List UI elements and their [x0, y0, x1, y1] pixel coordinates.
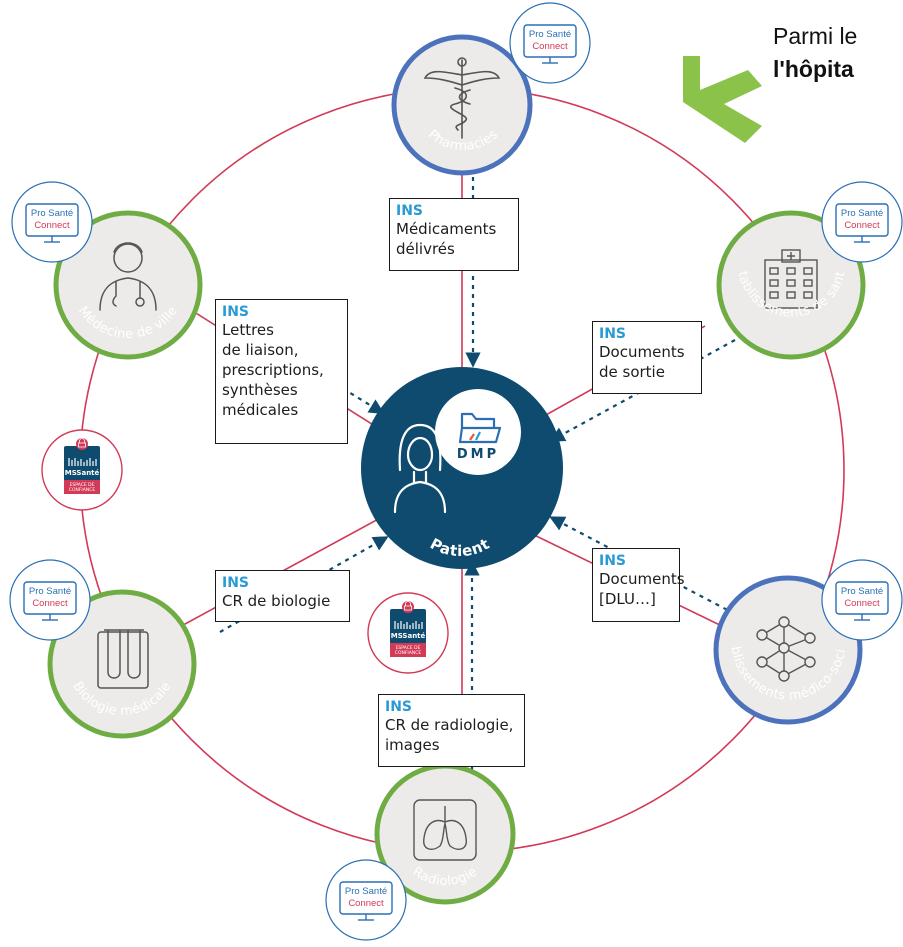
headline-line2: l'hôpita: [773, 56, 854, 82]
lock-icon: [404, 601, 412, 611]
info-box-text: CR de radiologie, images: [385, 716, 514, 754]
pro-sante-connect-pharmacies: Pro Santé Connect: [509, 2, 591, 84]
svg-text:CONFIANCE: CONFIANCE: [69, 487, 96, 493]
svg-text:ESPACE DE: ESPACE DE: [396, 645, 421, 651]
dmp-label: DMP: [457, 447, 499, 462]
info-box-text: CR de biologie: [222, 592, 331, 610]
headline: Parmi le l'hôpita: [773, 20, 857, 86]
info-box-biologie: INS CR de biologie: [215, 570, 350, 622]
info-box-etab-sante: INS Documents de sortie: [592, 321, 702, 394]
info-box-radiologie: INS CR de radiologie, images: [378, 694, 525, 767]
info-box-text: Documents [DLU…]: [599, 570, 685, 608]
svg-text:Pro Santé: Pro Santé: [841, 586, 883, 597]
svg-text:ESPACE DE: ESPACE DE: [70, 482, 95, 488]
svg-text:CONFIANCE: CONFIANCE: [395, 650, 422, 656]
info-box-text: Lettres de liaison, prescriptions, synth…: [222, 321, 324, 419]
info-box-text: Médicaments délivrés: [396, 220, 497, 258]
info-box-text: Documents de sortie: [599, 343, 685, 381]
dmp-folder-icon: [458, 412, 502, 444]
mssante-badge-left: MSSanté ESPACE DE CONFIANCE: [41, 429, 123, 511]
svg-text:Connect: Connect: [348, 898, 384, 909]
node-biologie-medicale[interactable]: Biologie médicale: [47, 589, 197, 739]
caduceus-icon: [423, 57, 501, 139]
lungs-icon: [413, 799, 477, 861]
svg-text:Pro Santé: Pro Santé: [345, 886, 387, 897]
svg-text:Connect: Connect: [32, 598, 68, 609]
ins-label: INS: [396, 203, 424, 219]
info-box-medico-sociaux: INS Documents [DLU…]: [592, 548, 685, 622]
green-arrow-icon: [683, 56, 762, 143]
node-pharmacies[interactable]: Pharmacies: [391, 34, 533, 176]
pro-sante-connect-medico-sociaux: Pro Santé Connect: [821, 559, 903, 641]
ins-label: INS: [599, 553, 627, 569]
svg-text:Pro Santé: Pro Santé: [529, 29, 571, 40]
pro-sante-connect-radiologie: Pro Santé Connect: [325, 859, 407, 941]
hospital-building-icon: [764, 249, 818, 309]
svg-text:Connect: Connect: [34, 220, 70, 231]
svg-text:Pro Santé: Pro Santé: [29, 586, 71, 597]
pro-sante-connect-medecine: Pro Santé Connect: [11, 181, 93, 263]
ins-label: INS: [599, 326, 627, 342]
svg-text:Pro Santé: Pro Santé: [31, 208, 73, 219]
pro-sante-connect-biologie: Pro Santé Connect: [9, 559, 91, 641]
svg-text:Connect: Connect: [532, 41, 568, 52]
mssante-badge-center: MSSanté ESPACE DE CONFIANCE: [367, 592, 449, 674]
info-box-medecine: INS Lettres de liaison, prescriptions, s…: [215, 299, 348, 444]
svg-text:MSSanté: MSSanté: [391, 632, 426, 640]
info-box-pharmacies: INS Médicaments délivrés: [389, 198, 519, 271]
svg-text:Connect: Connect: [844, 598, 880, 609]
svg-text:Connect: Connect: [844, 220, 880, 231]
svg-text:Pro Santé: Pro Santé: [841, 208, 883, 219]
svg-text:MSSanté: MSSanté: [65, 469, 100, 477]
ins-label: INS: [222, 575, 250, 591]
test-tubes-icon: [97, 629, 149, 689]
doctor-icon: [99, 242, 157, 311]
pro-sante-connect-etab-sante: Pro Santé Connect: [821, 181, 903, 263]
network-nodes-icon: [756, 616, 816, 682]
node-radiologie[interactable]: Radiologie: [374, 763, 516, 905]
patient-node[interactable]: DMP Patient: [361, 367, 563, 569]
ins-label: INS: [385, 699, 413, 715]
headline-line1: Parmi le: [773, 23, 858, 49]
ins-label: INS: [222, 304, 250, 320]
node-medecine-de-ville[interactable]: Médecine de ville: [53, 210, 203, 360]
lock-icon: [78, 438, 86, 448]
